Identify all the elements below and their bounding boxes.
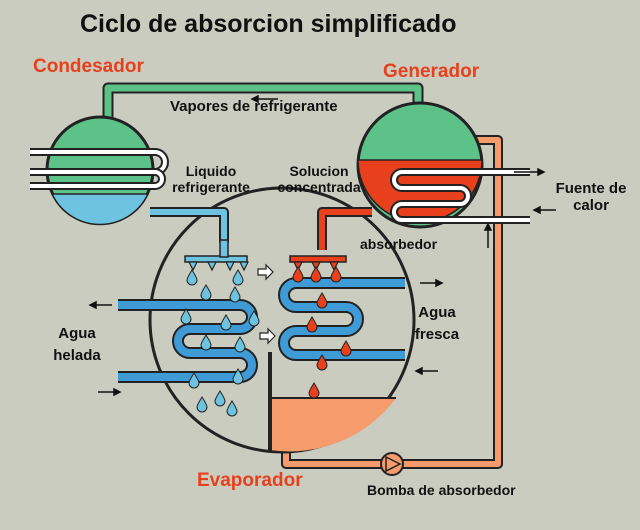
pump-icon [380, 452, 404, 476]
condenser-vessel [30, 115, 169, 226]
heat-source-label: Fuente de calor [555, 180, 627, 214]
hollow-arrow-icon [257, 263, 274, 281]
arrow-icon [514, 167, 546, 177]
generator-label: Generador [383, 61, 480, 82]
arrow-icon [414, 366, 438, 376]
concentrated-solution-pipe [289, 207, 372, 272]
arrow-icon [88, 300, 112, 310]
flow-arrows [88, 94, 556, 397]
refrigerant-vapors-label: Vapores de refrigerante [170, 98, 338, 115]
condenser-label: Condesador [33, 56, 144, 77]
absorber-pump-label: Bomba de absorbedor [367, 482, 516, 498]
arrow-icon [532, 205, 556, 215]
arrow-icon [250, 94, 278, 104]
hollow-arrow-icon [259, 327, 276, 345]
evaporator-label: Evaporador [197, 470, 303, 491]
liquid-refrigerant-pipe [150, 207, 249, 272]
liquid-refrigerant-label: Liquido refrigerante [172, 163, 250, 195]
vapor-direction-arrows [257, 263, 276, 345]
arrow-icon [98, 387, 122, 397]
cooling-water-label: Agua fresca [414, 304, 460, 343]
cooling-water-coil [278, 277, 405, 361]
chilled-water-label: Agua helada [53, 325, 101, 364]
arrow-icon [483, 222, 493, 248]
diagram-title: Ciclo de absorcion simplificado [80, 10, 457, 38]
arrow-icon [420, 278, 444, 288]
absorber-label: absorbedor [360, 236, 438, 252]
concentrated-solution-label: Solucion concentrada [277, 163, 361, 195]
generator-vessel [356, 101, 530, 229]
vapor-pipe [102, 82, 424, 118]
evaporator-vessel [148, 186, 416, 454]
